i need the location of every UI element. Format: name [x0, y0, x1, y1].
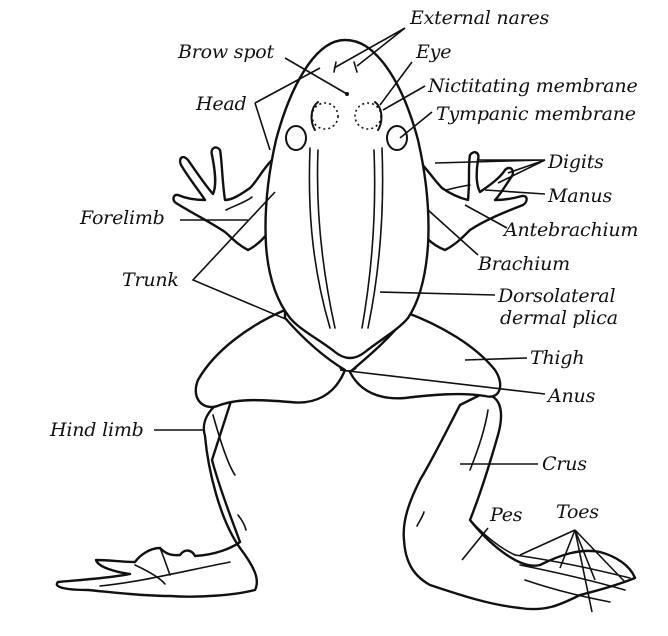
label-dorsolateral: Dorsolateral — [498, 285, 616, 307]
label-brow-spot: Brow spot — [178, 41, 274, 63]
right-thigh — [348, 310, 502, 400]
label-anus: Anus — [548, 385, 596, 407]
label-nictitating-membrane: Nictitating membrane — [428, 75, 638, 97]
right-hind-limb — [402, 393, 637, 611]
label-forelimb: Forelimb — [80, 207, 165, 229]
label-crus: Crus — [542, 453, 587, 475]
left-forelimb — [172, 146, 277, 252]
label-trunk: Trunk — [122, 269, 179, 291]
leader-lines — [154, 27, 626, 613]
left-tympanum — [285, 125, 307, 151]
label-tympanic-membrane: Tympanic membrane — [436, 103, 636, 125]
label-antebrachium: Antebrachium — [504, 219, 639, 241]
label-eye: Eye — [416, 41, 452, 63]
left-hind-limb — [55, 396, 259, 598]
body — [264, 38, 430, 360]
label-thigh: Thigh — [530, 347, 585, 369]
right-tympanum — [386, 125, 408, 151]
right-forelimb — [414, 151, 528, 252]
label-brachium: Brachium — [478, 253, 570, 275]
label-hind-limb: Hind limb — [50, 419, 144, 441]
label-external-nares: External nares — [410, 7, 550, 29]
label-pes: Pes — [490, 504, 523, 526]
label-head: Head — [196, 93, 247, 115]
label-digits: Digits — [548, 151, 604, 173]
left-thigh — [194, 308, 347, 409]
label-dermal-plica: dermal plica — [500, 307, 618, 329]
right-dorsolateral-fold — [367, 147, 384, 329]
label-manus: Manus — [548, 185, 613, 207]
left-dorsolateral-fold — [308, 147, 331, 329]
label-toes: Toes — [556, 501, 599, 523]
